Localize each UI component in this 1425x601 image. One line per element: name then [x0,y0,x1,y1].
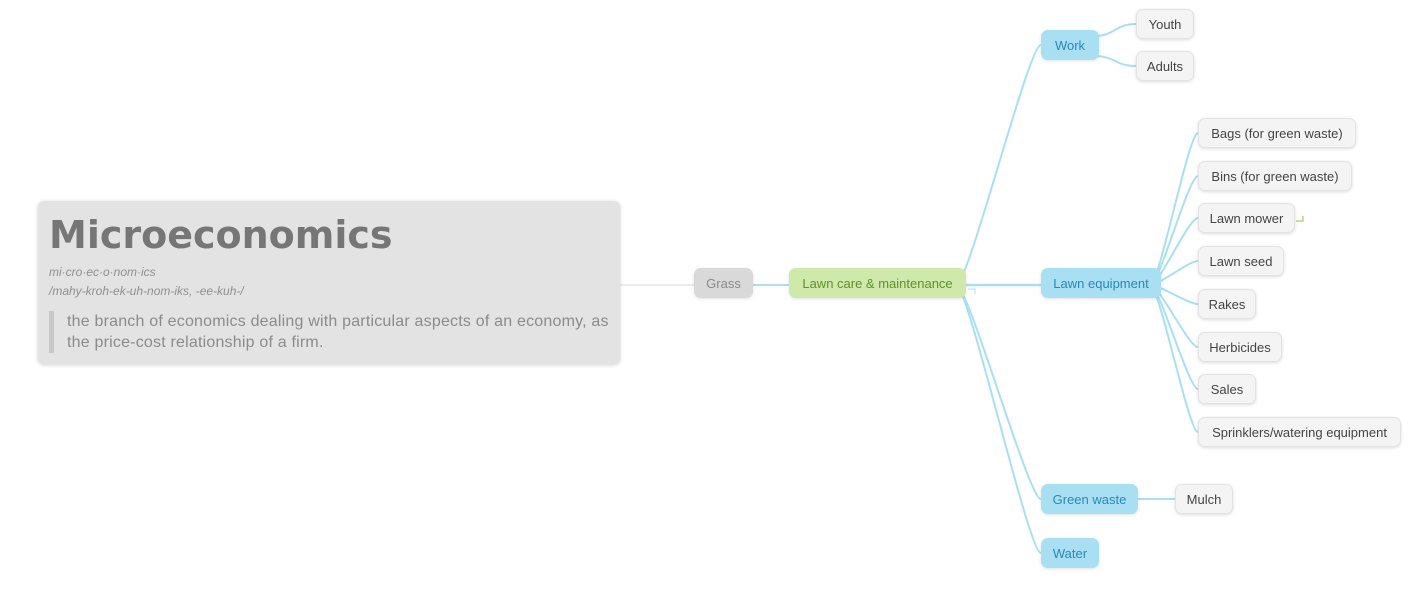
definition-meaning: the branch of economics dealing with par… [49,311,609,353]
definition-pronunciation: /mahy-kroh-ek-uh-nom-iks, -ee-kuh-/ [49,284,244,298]
topic-work[interactable]: Work [1041,30,1099,60]
link-main-to-water [955,284,1042,554]
topic-green-waste[interactable]: Green waste [1041,484,1138,514]
topic-lawn-equipment[interactable]: Lawn equipment [1041,268,1161,298]
note-marker [1296,216,1304,222]
link-equipment-to-sprinklers [1149,284,1199,433]
subtopic-bins[interactable]: Bins (for green waste) [1198,161,1352,191]
main-topic-lawn-care[interactable]: Lawn care & maintenance [789,268,966,298]
subtopic-mulch[interactable]: Mulch [1175,484,1233,514]
subtopic-lawn-mower[interactable]: Lawn mower [1198,203,1295,233]
subtopic-lawn-seed[interactable]: Lawn seed [1198,246,1284,276]
subtopic-sprinklers[interactable]: Sprinklers/watering equipment [1198,417,1401,447]
subtopic-sales[interactable]: Sales [1198,374,1256,404]
subtopic-bags[interactable]: Bags (for green waste) [1198,118,1356,148]
definition-card: Microeconomics mi·cro·ec·o·nom·ics /mahy… [38,201,620,364]
link-work-to-youth [1093,23,1137,37]
root-node-grass[interactable]: Grass [694,268,753,298]
subtopic-youth[interactable]: Youth [1136,9,1194,39]
link-main-to-work [955,44,1042,286]
link-work-to-adults [1093,55,1137,67]
definition-word: Microeconomics [49,213,393,257]
definition-syllables: mi·cro·ec·o·nom·ics [49,265,156,279]
subtopic-herbicides[interactable]: Herbicides [1198,332,1282,362]
link-main-to-green-waste [955,284,1042,500]
topic-water[interactable]: Water [1041,538,1099,568]
subtopic-rakes[interactable]: Rakes [1198,289,1256,319]
link-equipment-to-bags [1149,132,1199,286]
collapse-marker [968,288,976,294]
subtopic-adults[interactable]: Adults [1136,51,1194,81]
